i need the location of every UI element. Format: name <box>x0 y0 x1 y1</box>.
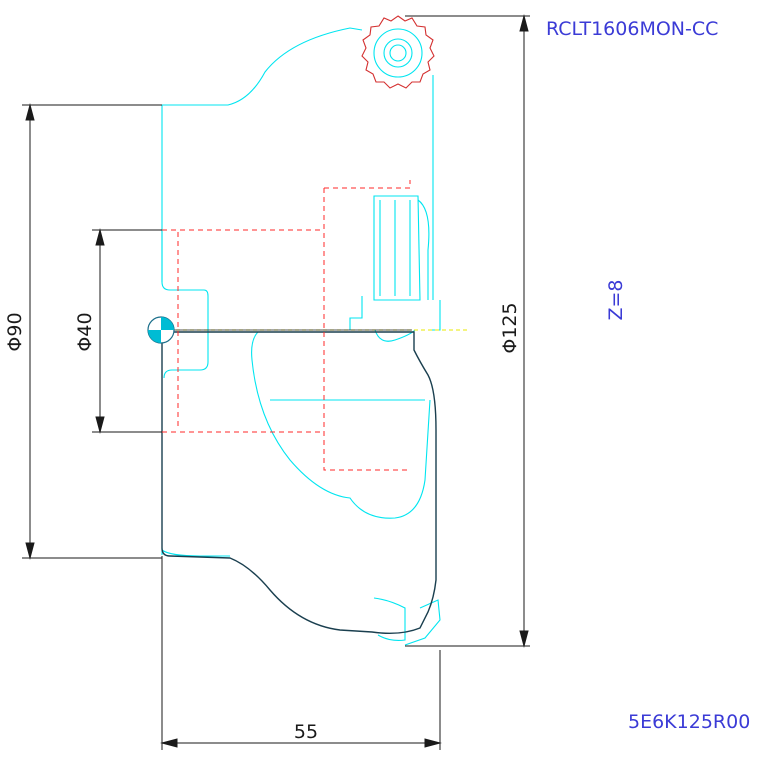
hidden-lines <box>162 180 411 471</box>
teeth-count-label: Z=8 <box>605 279 627 320</box>
dim-length: 55 <box>294 721 318 743</box>
dim-cutting-diameter: Φ125 <box>499 302 521 353</box>
dim-bore-diameter: Φ40 <box>74 312 96 351</box>
part-number-label: 5E6K125R00 <box>628 711 750 733</box>
cutter-outline <box>161 27 441 646</box>
cutter-section <box>161 331 437 635</box>
insert-code-label: RCLT1606MON-CC <box>546 18 718 40</box>
origin-marker <box>147 316 175 344</box>
insert-profile <box>361 15 435 89</box>
dim-body-diameter: Φ90 <box>4 312 26 351</box>
insert-hole <box>373 28 423 78</box>
dimension-lines <box>22 14 530 750</box>
